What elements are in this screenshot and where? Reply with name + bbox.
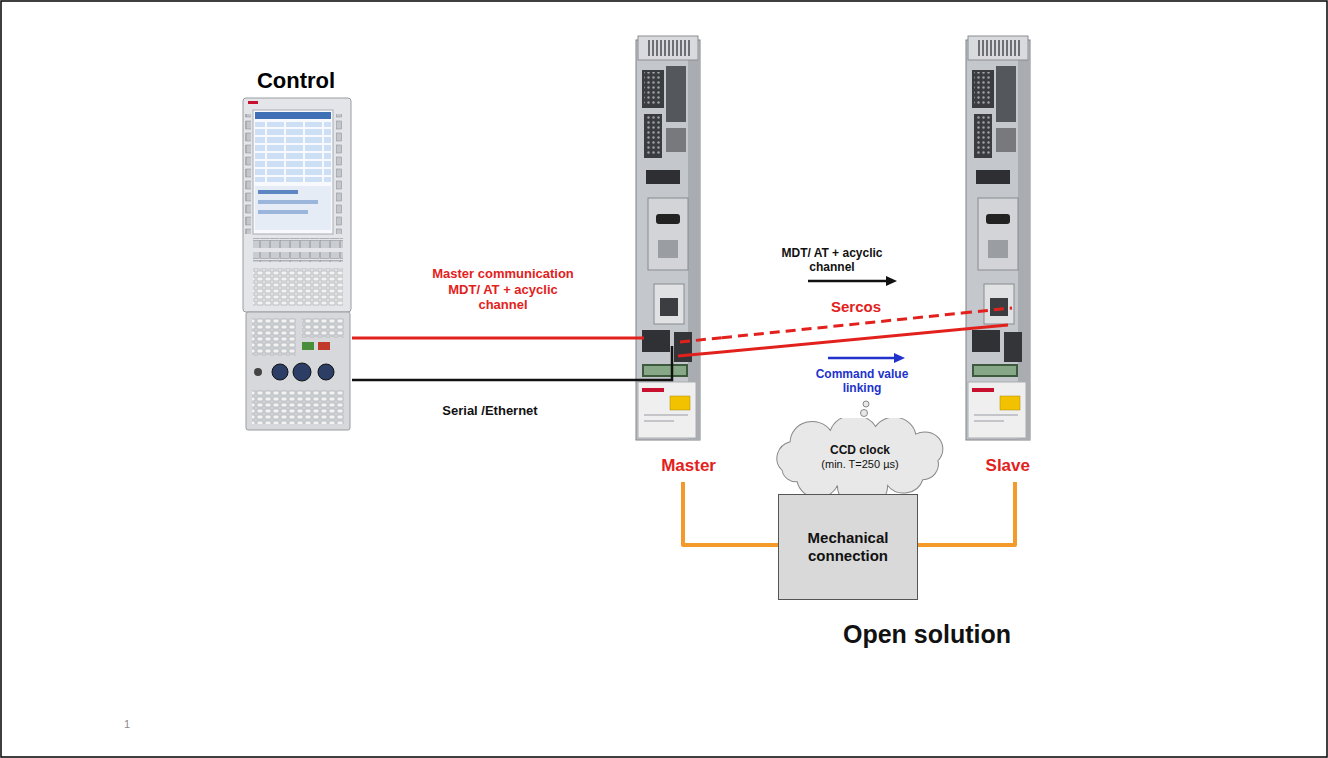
node-title: Mechanical connection — [787, 529, 909, 565]
control-station: Control — [240, 68, 352, 430]
control-computer — [318, 342, 330, 350]
node-subtitle: (min. T=250 µs) — [821, 458, 898, 471]
thought-bubbles — [861, 410, 868, 417]
control-computer — [336, 114, 342, 234]
solution-title: Open solution — [817, 619, 1037, 649]
cable-stubs — [632, 346, 672, 380]
control-computer — [253, 110, 333, 234]
control-computer — [272, 364, 288, 380]
cable-stubs — [678, 352, 722, 356]
channel-note: MDT/ AT + acyclic channel — [777, 246, 887, 275]
control-computer — [252, 318, 296, 356]
mdt-arrow — [886, 276, 897, 286]
cable-stubs — [962, 325, 1008, 329]
node-title: Slave — [986, 456, 1030, 476]
control-computer — [318, 364, 334, 380]
serial-ethernet-line — [352, 379, 632, 382]
command-value-note: Command value linking — [812, 367, 912, 396]
edge-label: Master communication MDT/ AT + acyclic c… — [423, 266, 583, 313]
cable-stubs — [680, 338, 722, 342]
edge-label: Serial /Ethernet — [400, 403, 580, 419]
mechanical-box: Mechanical connection — [778, 494, 918, 600]
command-value-arrow — [828, 353, 905, 363]
edge-label: Sercos — [806, 298, 906, 316]
motor-cable — [683, 482, 778, 545]
master-drive: Master — [632, 36, 722, 482]
control-computer — [243, 98, 351, 312]
cable-stubs — [632, 337, 644, 340]
mdt-arrow — [808, 280, 886, 283]
control-computer — [248, 101, 258, 104]
control-computer — [258, 210, 308, 214]
cable-stubs — [962, 308, 1012, 313]
command-link-line — [722, 329, 962, 352]
control-computer — [252, 390, 344, 424]
control-computer — [243, 98, 351, 430]
cloud-outline — [777, 418, 943, 494]
page-number: 1 — [124, 718, 154, 731]
control-computer — [258, 190, 298, 194]
control-computer — [302, 318, 344, 338]
control-computer — [246, 312, 350, 430]
control-computer — [302, 342, 314, 350]
thought-bubbles — [863, 401, 869, 407]
slave-drive — [966, 36, 1030, 440]
slave-drive: Slave — [962, 36, 1052, 482]
thought-bubbles — [861, 401, 870, 417]
mdt-arrow — [808, 276, 897, 286]
motor-cable — [918, 482, 1015, 545]
control-computer — [255, 112, 331, 119]
node-title: CCD clock — [830, 443, 890, 457]
control-computer — [253, 268, 343, 306]
command-value-arrow — [894, 353, 905, 363]
control-computer — [245, 114, 251, 234]
node-title: Control — [257, 68, 335, 94]
master-communication-line — [352, 337, 632, 340]
control-computer — [253, 252, 343, 262]
control-computer — [258, 200, 318, 204]
control-computer — [255, 186, 331, 230]
control-computer — [293, 363, 311, 381]
node-title: Master — [661, 456, 716, 476]
control-computer — [253, 238, 343, 248]
command-value-arrow — [828, 357, 894, 360]
clock-cloud: CCD clock(min. T=250 µs) — [762, 418, 958, 494]
control-computer — [254, 368, 262, 376]
control-computer — [255, 122, 331, 182]
